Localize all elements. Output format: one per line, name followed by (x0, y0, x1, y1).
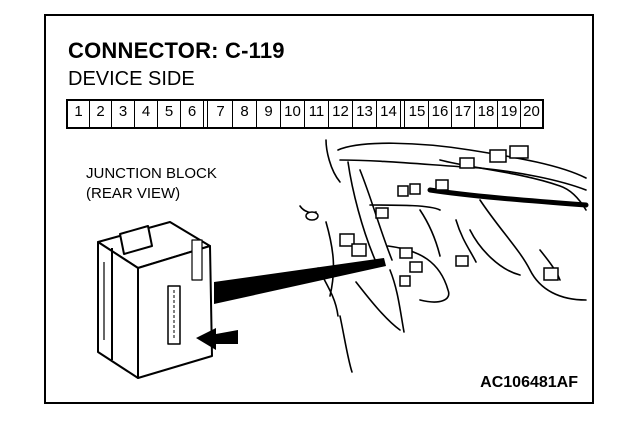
pin-9: 9 (257, 101, 281, 127)
pin-18: 18 (475, 101, 498, 127)
pin-group-divider (204, 101, 208, 127)
reference-code: AC106481AF (480, 374, 578, 391)
dashboard-harness-drawing (299, 139, 589, 373)
connector-subtitle: DEVICE SIDE (68, 68, 195, 90)
pin-6: 6 (181, 101, 204, 127)
pin-20: 20 (523, 103, 540, 120)
pin-12: 12 (329, 101, 353, 127)
pin-3: 3 (112, 101, 135, 127)
junction-block-label: JUNCTION BLOCK (REAR VIEW) (86, 164, 217, 204)
junction-block-label-line1: JUNCTION BLOCK (86, 165, 217, 182)
pin-19: 19 (498, 101, 521, 127)
pin-5: 5 (158, 101, 181, 127)
junction-block-label-line2: (REAR VIEW) (86, 185, 181, 202)
arrow-icon (196, 328, 238, 350)
pin-17: 17 (452, 101, 475, 127)
harness-connectors (305, 145, 559, 287)
diagram-frame: CONNECTOR: C-119 DEVICE SIDE 1 2 3 4 5 6… (44, 14, 594, 404)
pointer-wedge (214, 258, 386, 304)
pin-1: 1 (68, 101, 90, 127)
junction-block-drawing (97, 221, 213, 379)
pin-group-divider (401, 101, 405, 127)
pin-10: 10 (281, 101, 305, 127)
pin-11: 11 (305, 101, 329, 127)
pin-7: 7 (209, 101, 233, 127)
connector-title: CONNECTOR: C-119 (68, 38, 285, 63)
connector-pin-strip: 1 2 3 4 5 6 7 8 9 10 11 12 13 14 15 16 1… (66, 99, 544, 129)
pin-2: 2 (90, 101, 112, 127)
pin-4: 4 (135, 101, 158, 127)
pin-13: 13 (353, 101, 377, 127)
pin-14: 14 (377, 101, 401, 127)
pin-15: 15 (406, 101, 429, 127)
pin-8: 8 (233, 101, 257, 127)
pin-16: 16 (429, 101, 452, 127)
